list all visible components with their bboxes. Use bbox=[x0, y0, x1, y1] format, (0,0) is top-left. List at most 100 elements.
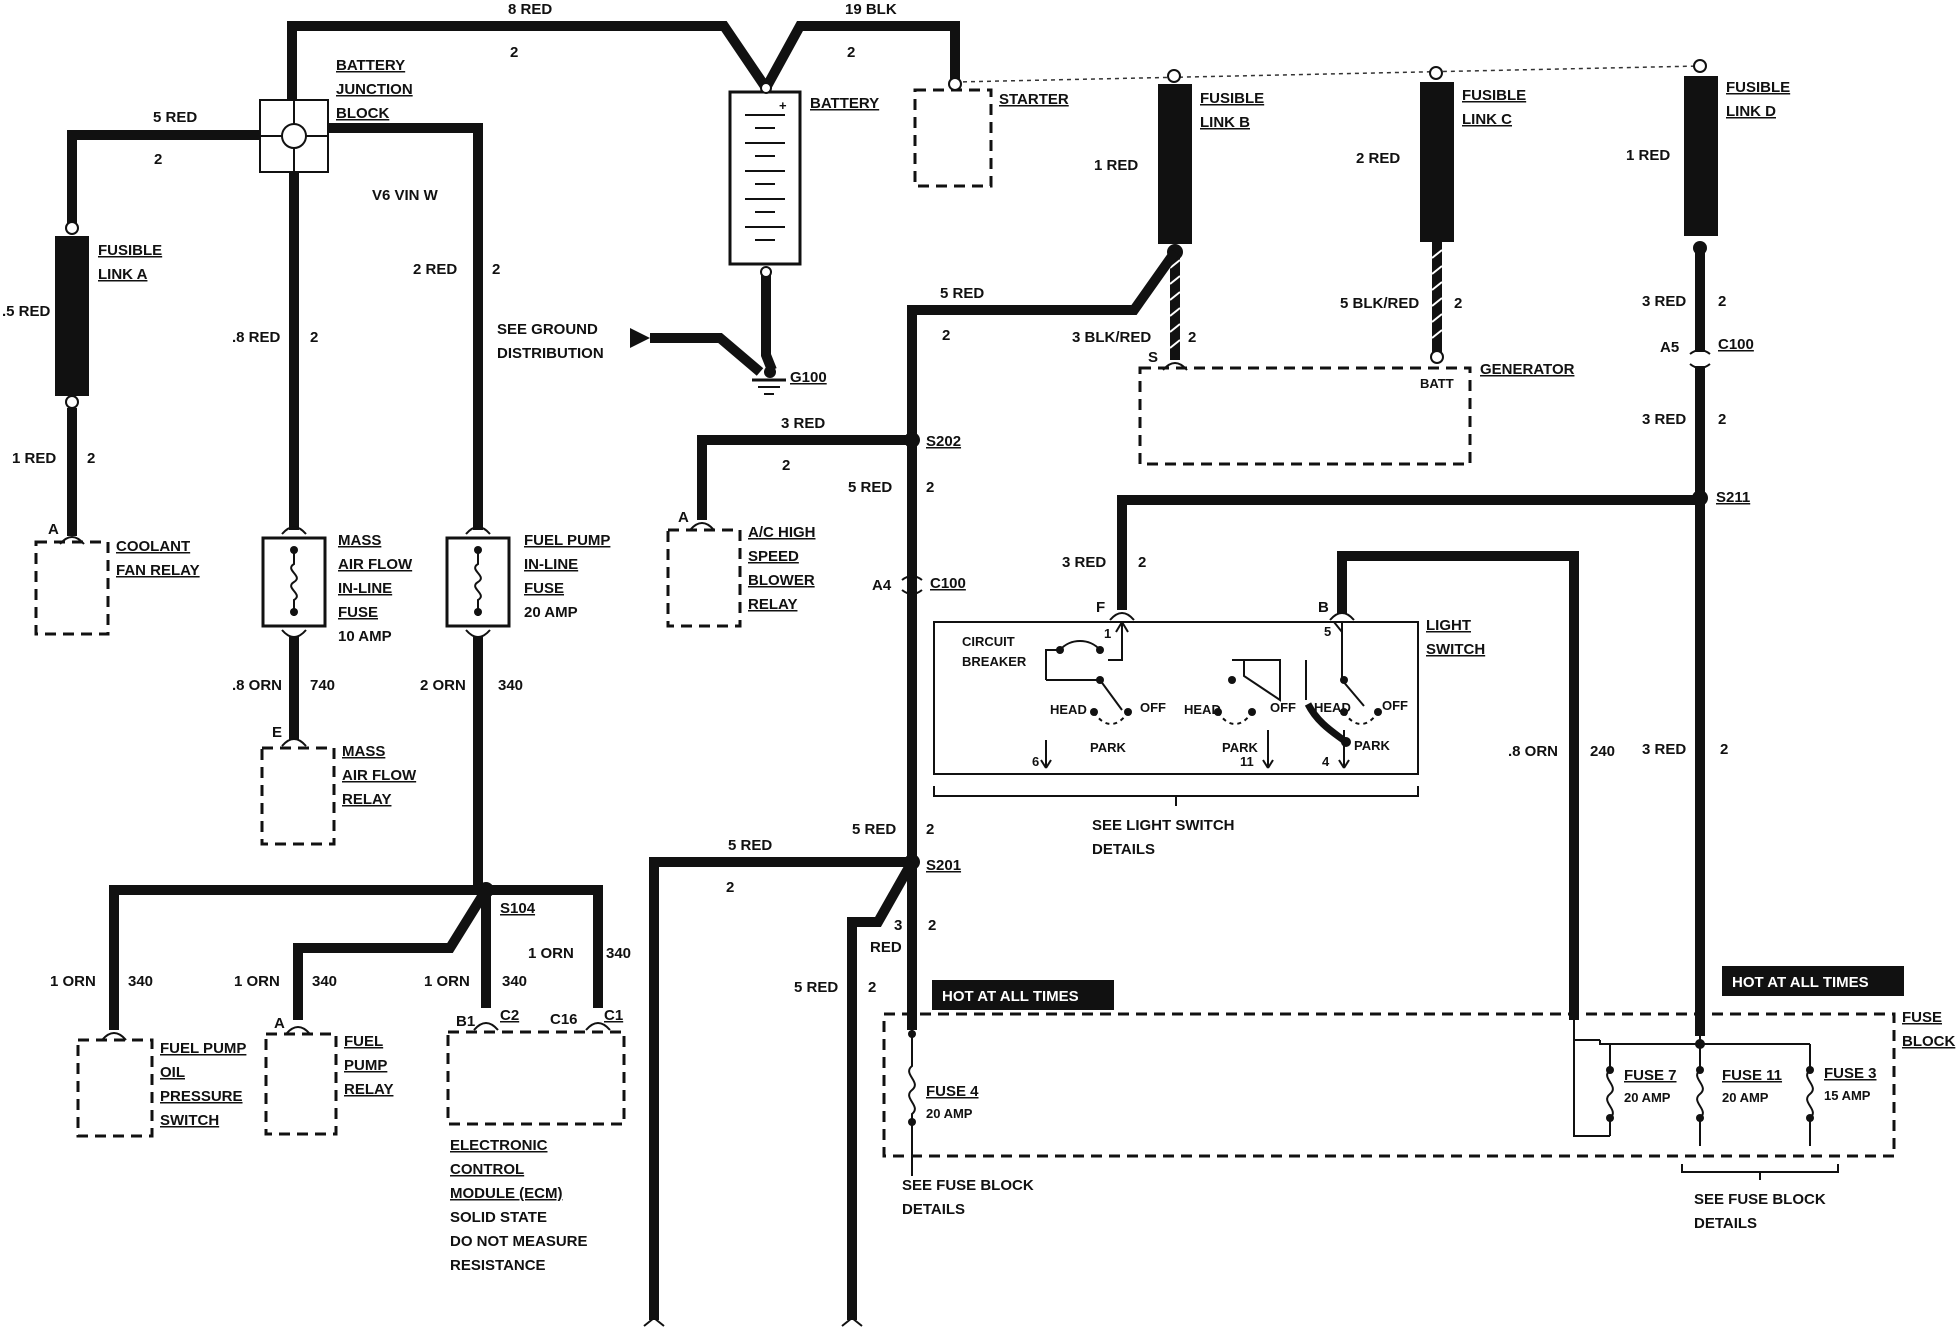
svg-text:HOT AT ALL TIMES: HOT AT ALL TIMES bbox=[1732, 974, 1869, 991]
ecm-connector-c2 bbox=[473, 1022, 499, 1031]
label-ac-3: BLOWER bbox=[748, 572, 815, 589]
label-5-red-s202: 5 RED bbox=[940, 285, 984, 302]
label-5-red-s202-ckt: 2 bbox=[942, 327, 950, 344]
wire-battery-ground bbox=[761, 272, 777, 372]
label-2-red-fp: 2 RED bbox=[413, 261, 457, 278]
label-2-red-c: 2 RED bbox=[1356, 150, 1400, 167]
hot-at-all-times-badge-2: HOT AT ALL TIMES bbox=[1722, 966, 1904, 996]
label-fuse-11-amp: 20 AMP bbox=[1722, 1090, 1769, 1105]
label-light-switch-1: LIGHT bbox=[1426, 617, 1471, 634]
ls-park-1: PARK bbox=[1090, 740, 1126, 755]
label-3-red-s201-b: RED bbox=[870, 939, 902, 956]
label-fusible-d-2: LINK D bbox=[1726, 103, 1776, 120]
ls-pin-11: 11 bbox=[1240, 754, 1254, 769]
label-ac-2: SPEED bbox=[748, 548, 799, 565]
label-5-red-top: 5 RED bbox=[153, 109, 197, 126]
connector-c100-a bbox=[901, 575, 923, 595]
label-fuse-7-amp: 20 AMP bbox=[1624, 1090, 1671, 1105]
label-2-red-fp-ckt: 2 bbox=[492, 261, 500, 278]
pin-c2: C2 bbox=[500, 1007, 519, 1024]
pin-e: E bbox=[272, 724, 282, 741]
label-8-orn-maf-ckt: 740 bbox=[310, 677, 335, 694]
label-fuse-7: FUSE 7 bbox=[1624, 1067, 1677, 1084]
fp-fuse-top-connector bbox=[465, 526, 491, 535]
label-ecm-2: CONTROL bbox=[450, 1161, 524, 1178]
label-3-red-ac: 3 RED bbox=[781, 415, 825, 432]
fusible-d-top-terminal bbox=[1693, 59, 1707, 73]
label-3-red-s201-ckt: 2 bbox=[928, 917, 936, 934]
light-switch-f-connector bbox=[1109, 612, 1135, 621]
label-5-red-c100-ckt: 2 bbox=[926, 479, 934, 496]
label-ecm-5: DO NOT MEASURE bbox=[450, 1233, 588, 1250]
light-switch-box bbox=[933, 621, 1419, 775]
ls-head-3: HEAD bbox=[1314, 700, 1351, 715]
pin-a-fp: A bbox=[274, 1015, 285, 1032]
label-8-red-maf: .8 RED bbox=[232, 329, 281, 346]
battery-junction-block bbox=[259, 99, 329, 173]
label-light-switch-2: SWITCH bbox=[1426, 641, 1485, 658]
wire-8-orn-240 bbox=[1337, 551, 1579, 1020]
fusible-a-top-terminal bbox=[65, 221, 79, 235]
label-battery-junction-1: BATTERY bbox=[336, 57, 405, 74]
starter-terminal bbox=[948, 77, 962, 91]
label-8-orn-240-ckt: 240 bbox=[1590, 743, 1615, 760]
label-1-red-coolant: 1 RED bbox=[12, 450, 56, 467]
fp-relay-connector bbox=[285, 1026, 311, 1035]
maf-relay-box bbox=[260, 746, 336, 846]
wire-1-orn-d bbox=[486, 885, 603, 1008]
label-maf-fuse-2: AIR FLOW bbox=[338, 556, 413, 573]
ls-head-1: HEAD bbox=[1050, 702, 1087, 717]
label-8-orn-maf: .8 ORN bbox=[232, 677, 282, 694]
label-fp-oil-1: FUEL PUMP bbox=[160, 1040, 246, 1057]
fuse-3-symbol bbox=[1806, 1044, 1814, 1146]
fuse-block-box bbox=[882, 1012, 1896, 1158]
wire-3-red-ls bbox=[1117, 495, 1700, 610]
label-ls-details-1: SEE LIGHT SWITCH bbox=[1092, 817, 1235, 834]
battery-symbol: + bbox=[728, 90, 802, 266]
maf-fuse-bot-connector bbox=[281, 629, 307, 638]
generator-box bbox=[1138, 366, 1472, 466]
starter-box bbox=[913, 88, 993, 188]
wire-5-blk-red bbox=[1431, 242, 1443, 352]
maf-relay-connector bbox=[281, 738, 307, 747]
label-circuit-breaker-1: CIRCUIT bbox=[962, 634, 1015, 649]
label-fuse-4: FUSE 4 bbox=[926, 1083, 979, 1100]
label-fp-oil-2: OIL bbox=[160, 1064, 185, 1081]
label-fuse-block-2: BLOCK bbox=[1902, 1033, 1955, 1050]
fp-oil-pressure-switch-box bbox=[76, 1038, 154, 1138]
label-v6-vin-w: V6 VIN W bbox=[372, 187, 439, 204]
wire-1-orn-b bbox=[293, 887, 491, 1020]
wire-19-blk bbox=[761, 21, 960, 91]
label-fp-fuse-1: FUEL PUMP bbox=[524, 532, 610, 549]
label-3-red-ls-ckt: 2 bbox=[1138, 554, 1146, 571]
ls-off-3: OFF bbox=[1382, 698, 1408, 713]
label-1-orn-d: 1 ORN bbox=[528, 945, 574, 962]
pin-f: F bbox=[1096, 599, 1105, 616]
label-fp-fuse-3: FUSE bbox=[524, 580, 564, 597]
battery-terminal bbox=[760, 82, 772, 94]
light-switch-b-connector bbox=[1329, 612, 1355, 621]
fusible-a-bot-terminal bbox=[65, 395, 79, 409]
label-8-red-ckt: 2 bbox=[510, 44, 518, 61]
label-generator: GENERATOR bbox=[1480, 361, 1575, 378]
label-coolant-2: FAN RELAY bbox=[116, 562, 200, 579]
label-1-orn-a: 1 ORN bbox=[50, 973, 96, 990]
label-g100: G100 bbox=[790, 369, 827, 386]
label-fb-details-r-1: SEE FUSE BLOCK bbox=[1694, 1191, 1826, 1208]
ac-blower-relay-box bbox=[666, 528, 742, 628]
label-1-red-b: 1 RED bbox=[1094, 157, 1138, 174]
label-ecm-3: MODULE (ECM) bbox=[450, 1185, 563, 1202]
label-1-orn-c: 1 ORN bbox=[424, 973, 470, 990]
wire-8-red bbox=[287, 21, 771, 130]
label-s211: S211 bbox=[1716, 489, 1750, 506]
label-coolant-1: COOLANT bbox=[116, 538, 190, 555]
fuel-pump-relay-box bbox=[264, 1032, 338, 1136]
label-fp-relay-2: PUMP bbox=[344, 1057, 387, 1074]
label-fb-details-r-2: DETAILS bbox=[1694, 1215, 1757, 1232]
ls-head-2: HEAD bbox=[1184, 702, 1221, 717]
label-3-blk-red-ckt: 2 bbox=[1188, 329, 1196, 346]
ls-off-1: OFF bbox=[1140, 700, 1166, 715]
label-5-red-left: 5 RED bbox=[728, 837, 772, 854]
label-1-orn-d-ckt: 340 bbox=[606, 945, 631, 962]
ls-pin-4: 4 bbox=[1322, 754, 1330, 769]
